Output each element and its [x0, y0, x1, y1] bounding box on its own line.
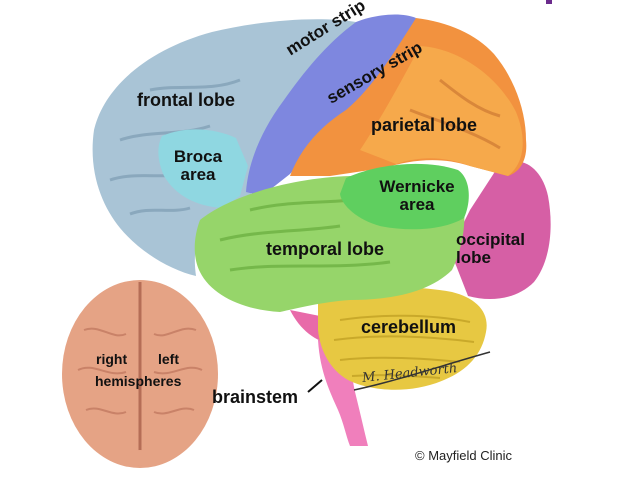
label-cerebellum: cerebellum: [361, 317, 457, 337]
motor-strip-region: [246, 14, 416, 196]
label-frontal-lobe: frontal lobe: [137, 90, 235, 110]
label-wernicke-line1: Wernicke: [379, 177, 455, 196]
label-occipital-line1: occipital: [456, 230, 525, 249]
wernicke-region: [340, 163, 469, 230]
label-broca-line1: Broca: [173, 147, 223, 166]
brainstem-region: [318, 340, 368, 446]
label-hemi-right: right: [96, 351, 128, 367]
label-occipital-line2: lobe: [456, 247, 491, 267]
label-parietal-lobe: parietal lobe: [371, 115, 478, 135]
top-view-hemispheres: [62, 280, 218, 468]
parietal-region: [360, 46, 523, 176]
occipital-region: [450, 161, 551, 300]
broca-region: [158, 129, 248, 208]
label-occipital: occipital lobe: [456, 231, 525, 267]
brainstem-pointer: [307, 379, 323, 393]
label-hemispheres: hemispheres: [95, 373, 182, 389]
label-temporal-lobe: temporal lobe: [266, 239, 385, 259]
label-wernicke-line2: area: [399, 194, 435, 214]
copyright-credit: © Mayfield Clinic: [415, 448, 512, 463]
label-broca-line2: area: [180, 164, 216, 184]
cerebellum-region: [318, 287, 487, 390]
label-wernicke: Wernicke area: [372, 178, 462, 214]
corner-mark: [546, 0, 552, 4]
label-broca: Broca area: [168, 148, 228, 184]
signature-stroke: [353, 351, 491, 391]
label-hemi-left: left: [158, 351, 179, 367]
label-brainstem: brainstem: [212, 387, 299, 407]
